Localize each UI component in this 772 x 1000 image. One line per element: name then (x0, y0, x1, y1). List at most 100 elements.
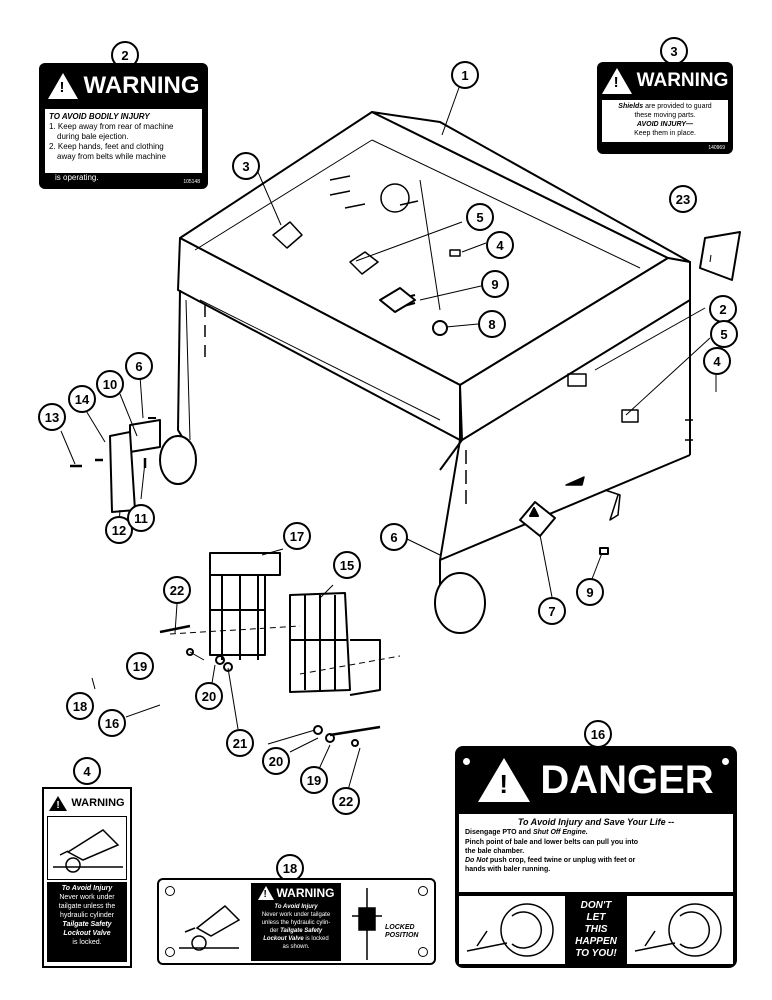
danger-line: Pinch point of bale and lower belts can … (465, 839, 639, 846)
locked-label: LOCKED (385, 924, 415, 931)
housing-details (204, 175, 693, 521)
warning-triangle-icon: ! (49, 795, 68, 811)
shield-23 (699, 231, 741, 281)
leader-lines (60, 81, 717, 882)
callout-23: 23 (669, 185, 697, 213)
callout-11: 11 (127, 504, 155, 532)
callout-20: 20 (195, 682, 223, 710)
callout-7: 7 (538, 597, 566, 625)
warning-subheading: To Avoid Injury (61, 885, 113, 892)
warning-triangle-icon: ! (47, 73, 78, 99)
danger-subheading: To Avoid Injury and Save Your Life -- (517, 817, 675, 827)
warning-line: 2. Keep hands, feet and clothing (49, 142, 164, 151)
warning-line: Keep them in place. (634, 130, 696, 137)
danger-emphasis: Do Not (465, 857, 488, 864)
decal-part-code: 140969 (708, 145, 725, 151)
right-tube-end (159, 435, 197, 485)
callout-22: 22 (163, 576, 191, 604)
reflector-plate-12 (109, 431, 136, 513)
tailgate-housing (177, 111, 691, 620)
callout-22: 22 (332, 787, 360, 815)
callout-4: 4 (73, 757, 101, 785)
callout-10: 10 (96, 370, 124, 398)
callout-12: 12 (105, 516, 133, 544)
callout-5: 5 (710, 320, 738, 348)
warning-heading: WARNING (71, 797, 125, 809)
valve-pictogram (352, 888, 382, 960)
warning-triangle-icon: ! (601, 68, 632, 94)
danger-heading: DANGER (540, 757, 714, 802)
warning-emphasis: AVOID INJURY— (636, 121, 694, 128)
warning-line: is operating. (55, 173, 99, 182)
danger-slogan: THIS (584, 924, 608, 935)
callout-19: 19 (300, 766, 328, 794)
callout-4: 4 (486, 231, 514, 259)
warning-line: 1. Keep away from rear of machine (49, 122, 174, 131)
warning-line: are provided to guard (643, 103, 712, 110)
locked-label: POSITION (385, 932, 419, 939)
danger-emphasis: Shut Off Engine. (532, 829, 588, 836)
warning-emphasis: Lockout Valve (263, 936, 304, 942)
warning-line: Never work under (59, 894, 115, 901)
danger-decal-16: ! DANGER To Avoid Injury and Save Your L… (455, 746, 737, 968)
warning-line: Never work under tailgate (261, 912, 331, 918)
tailgate-pictogram (47, 816, 127, 880)
callout-13: 13 (38, 403, 66, 431)
warning-line: tailgate unless the (58, 903, 116, 910)
danger-line: Disengage PTO and (465, 829, 533, 836)
warning-decal-3: ! WARNING Shields are provided to guard … (597, 62, 733, 154)
warning-decal-2: ! WARNING TO AVOID BODILY INJURY 1. Keep… (39, 63, 208, 189)
callout-19: 19 (126, 652, 154, 680)
danger-slogan: TO YOU! (575, 948, 617, 959)
callout-8: 8 (478, 310, 506, 338)
warning-heading: WARNING (83, 72, 200, 99)
warning-line: unless the hydraulic cylin- (261, 920, 331, 926)
reflector-7 (519, 501, 556, 537)
warning-emphasis: Tailgate Safety (62, 921, 112, 928)
callout-18: 18 (66, 692, 94, 720)
callout-6: 6 (125, 352, 153, 380)
bracket-15 (289, 592, 381, 696)
callout-6: 6 (380, 523, 408, 551)
callout-5: 5 (466, 203, 494, 231)
callout-1: 1 (451, 61, 479, 89)
warning-line: during bale ejection. (57, 132, 129, 141)
warning-subheading: To Avoid Injury (274, 904, 318, 910)
warning-triangle-icon: ! (478, 758, 531, 802)
hazard-pictogram-left (459, 896, 565, 964)
warning-triangle-icon: ! (257, 886, 274, 900)
callout-2: 2 (709, 295, 737, 323)
warning-line: away from belts while machine (57, 152, 166, 161)
callout-14: 14 (68, 385, 96, 413)
warning-line: is locked. (72, 939, 102, 946)
warning-emphasis: Tailgate Safety (280, 928, 323, 934)
warning-emphasis: Shields (618, 103, 644, 110)
callout-9: 9 (481, 270, 509, 298)
danger-slogan: DON'T (580, 900, 612, 911)
callout-9: 9 (576, 578, 604, 606)
warning-line: as shown. (282, 944, 310, 950)
warning-line: der (269, 928, 281, 934)
spacer-8 (432, 320, 448, 336)
warning-line: these moving parts. (634, 112, 696, 119)
callout-16: 16 (584, 720, 612, 748)
warning-line: is locked (303, 936, 329, 942)
callout-21: 21 (226, 729, 254, 757)
bracket-17 (209, 552, 281, 660)
danger-slogan: LET (586, 912, 606, 923)
tailgate-pictogram (179, 904, 241, 951)
warning-subheading: TO AVOID BODILY INJURY (49, 112, 150, 121)
danger-line: push crop, feed twine or unplug with fee… (487, 857, 636, 864)
warning-heading: WARNING (276, 886, 335, 900)
bolt-9-lower (599, 547, 609, 555)
callout-15: 15 (333, 551, 361, 579)
callout-4: 4 (703, 347, 731, 375)
danger-line: the bale chamber. (465, 848, 525, 855)
callout-16: 16 (98, 709, 126, 737)
callout-3: 3 (660, 37, 688, 65)
warning-decal-18: ! WARNING To Avoid Injury Never work und… (157, 878, 436, 965)
warning-emphasis: Lockout Valve (63, 930, 111, 937)
decal-part-code: 23 1/92 (107, 958, 124, 964)
callout-3: 3 (232, 152, 260, 180)
